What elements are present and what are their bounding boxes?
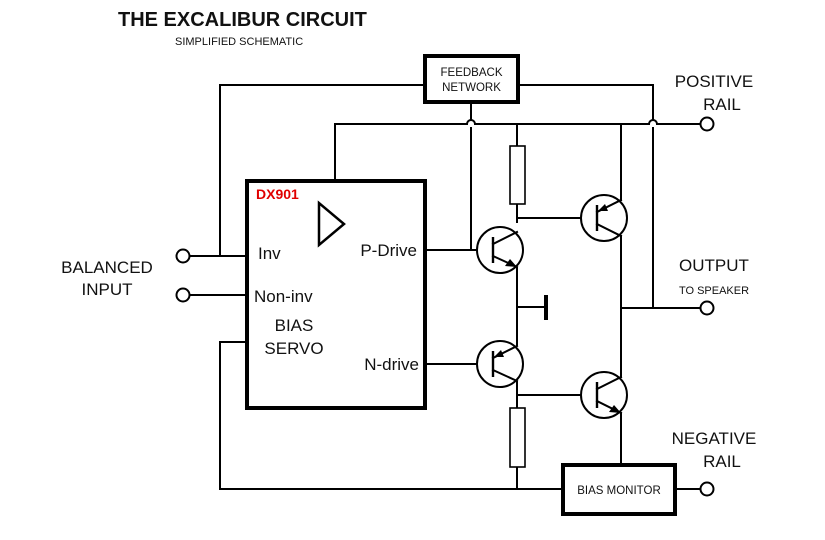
diagram-title: THE EXCALIBUR CIRCUIT bbox=[118, 9, 367, 31]
output-label-line1: OUTPUT bbox=[679, 256, 749, 275]
chip-function-line2: SERVO bbox=[264, 339, 323, 358]
output-pnp-transistor bbox=[580, 194, 628, 242]
dx901-chip: DX901 Inv Non-inv BIAS SERVO P-Drive N-d… bbox=[245, 179, 427, 410]
wires bbox=[189, 84, 701, 490]
pin-p-drive-label: P-Drive bbox=[360, 241, 417, 260]
upper-resistor bbox=[509, 145, 526, 205]
wire-servo-loop bbox=[219, 341, 564, 490]
emitter-arrow-icon bbox=[609, 405, 621, 413]
positive-rail-terminal[interactable] bbox=[699, 116, 715, 132]
negative-rail-label-line1: NEGATIVE bbox=[672, 429, 757, 448]
feedback-label-line2: NETWORK bbox=[442, 82, 501, 94]
input-noninv-terminal[interactable] bbox=[175, 287, 191, 303]
negative-rail-terminal[interactable] bbox=[699, 481, 715, 497]
emitter-arrow-icon bbox=[505, 259, 517, 267]
output-terminal[interactable] bbox=[699, 300, 715, 316]
pin-inv-label: Inv bbox=[258, 244, 281, 263]
pin-noninv-label: Non-inv bbox=[254, 287, 313, 306]
input-inv-terminal[interactable] bbox=[175, 248, 191, 264]
bias-monitor-block: BIAS MONITOR bbox=[561, 463, 677, 516]
negative-rail-label-line2: RAIL bbox=[703, 452, 741, 471]
pin-n-drive-label: N-drive bbox=[364, 355, 419, 374]
amplifier-triangle-icon bbox=[317, 200, 346, 248]
positive-rail-label-line2: RAIL bbox=[703, 95, 741, 114]
feedback-network-block: FEEDBACK NETWORK bbox=[423, 54, 520, 104]
input-label-line1: BALANCED bbox=[61, 258, 153, 277]
diagram-subtitle: SIMPLIFIED SCHEMATIC bbox=[175, 36, 303, 48]
emitter-arrow-icon bbox=[494, 350, 504, 357]
wire-positive-rail bbox=[334, 119, 701, 182]
chip-part-number: DX901 bbox=[256, 186, 299, 202]
emitter-arrow-icon bbox=[598, 204, 608, 211]
wire-feedback-right bbox=[517, 84, 654, 121]
wire-feedback-left bbox=[219, 84, 426, 257]
feedback-label-line1: FEEDBACK bbox=[441, 67, 503, 79]
input-label-line2: INPUT bbox=[82, 280, 133, 299]
output-npn-transistor bbox=[580, 371, 628, 419]
positive-rail-label-line1: POSITIVE bbox=[675, 72, 753, 91]
output-label-line2: TO SPEAKER bbox=[679, 285, 749, 297]
driver-pnp-transistor bbox=[476, 340, 524, 388]
bias-monitor-label: BIAS MONITOR bbox=[577, 485, 661, 497]
chip-function-line1: BIAS bbox=[275, 316, 314, 335]
driver-npn-transistor bbox=[476, 226, 524, 274]
lower-resistor bbox=[509, 407, 526, 468]
